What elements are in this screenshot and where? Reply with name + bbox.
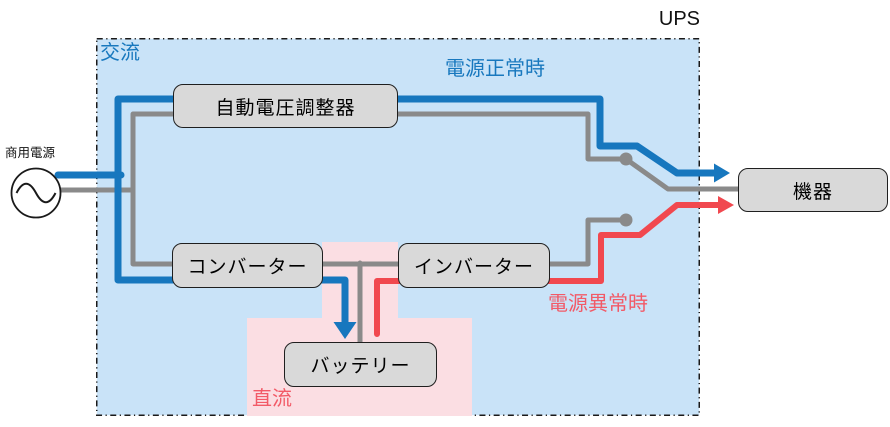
ac-region-label: 交流 — [100, 42, 140, 64]
ups-title: UPS — [658, 8, 700, 30]
dc-region-label: 直流 — [252, 388, 292, 410]
node-inverter: インバーター — [398, 243, 550, 288]
source-label: 商用電源 — [5, 146, 56, 160]
normal-path-arrowhead — [714, 163, 730, 183]
abnormal-path-line — [374, 202, 721, 337]
gray-wire-main — [130, 111, 629, 348]
normal-path-label: 電源正常時 — [445, 58, 545, 80]
ac-source-icon — [10, 167, 62, 219]
battery-charge-arrowhead — [333, 322, 357, 339]
switch-pivot-top-dot — [619, 152, 633, 166]
abnormal-path-arrowhead — [718, 196, 734, 214]
switch-blade — [623, 156, 745, 192]
node-converter: コンバーター — [172, 243, 323, 288]
abnormal-path-label: 電源異常時 — [548, 293, 648, 315]
node-avr: 自動電圧調整器 — [173, 84, 398, 128]
switch-pivot-bottom-dot — [619, 213, 633, 227]
node-battery: バッテリー — [284, 342, 437, 387]
node-equipment: 機器 — [738, 168, 888, 212]
